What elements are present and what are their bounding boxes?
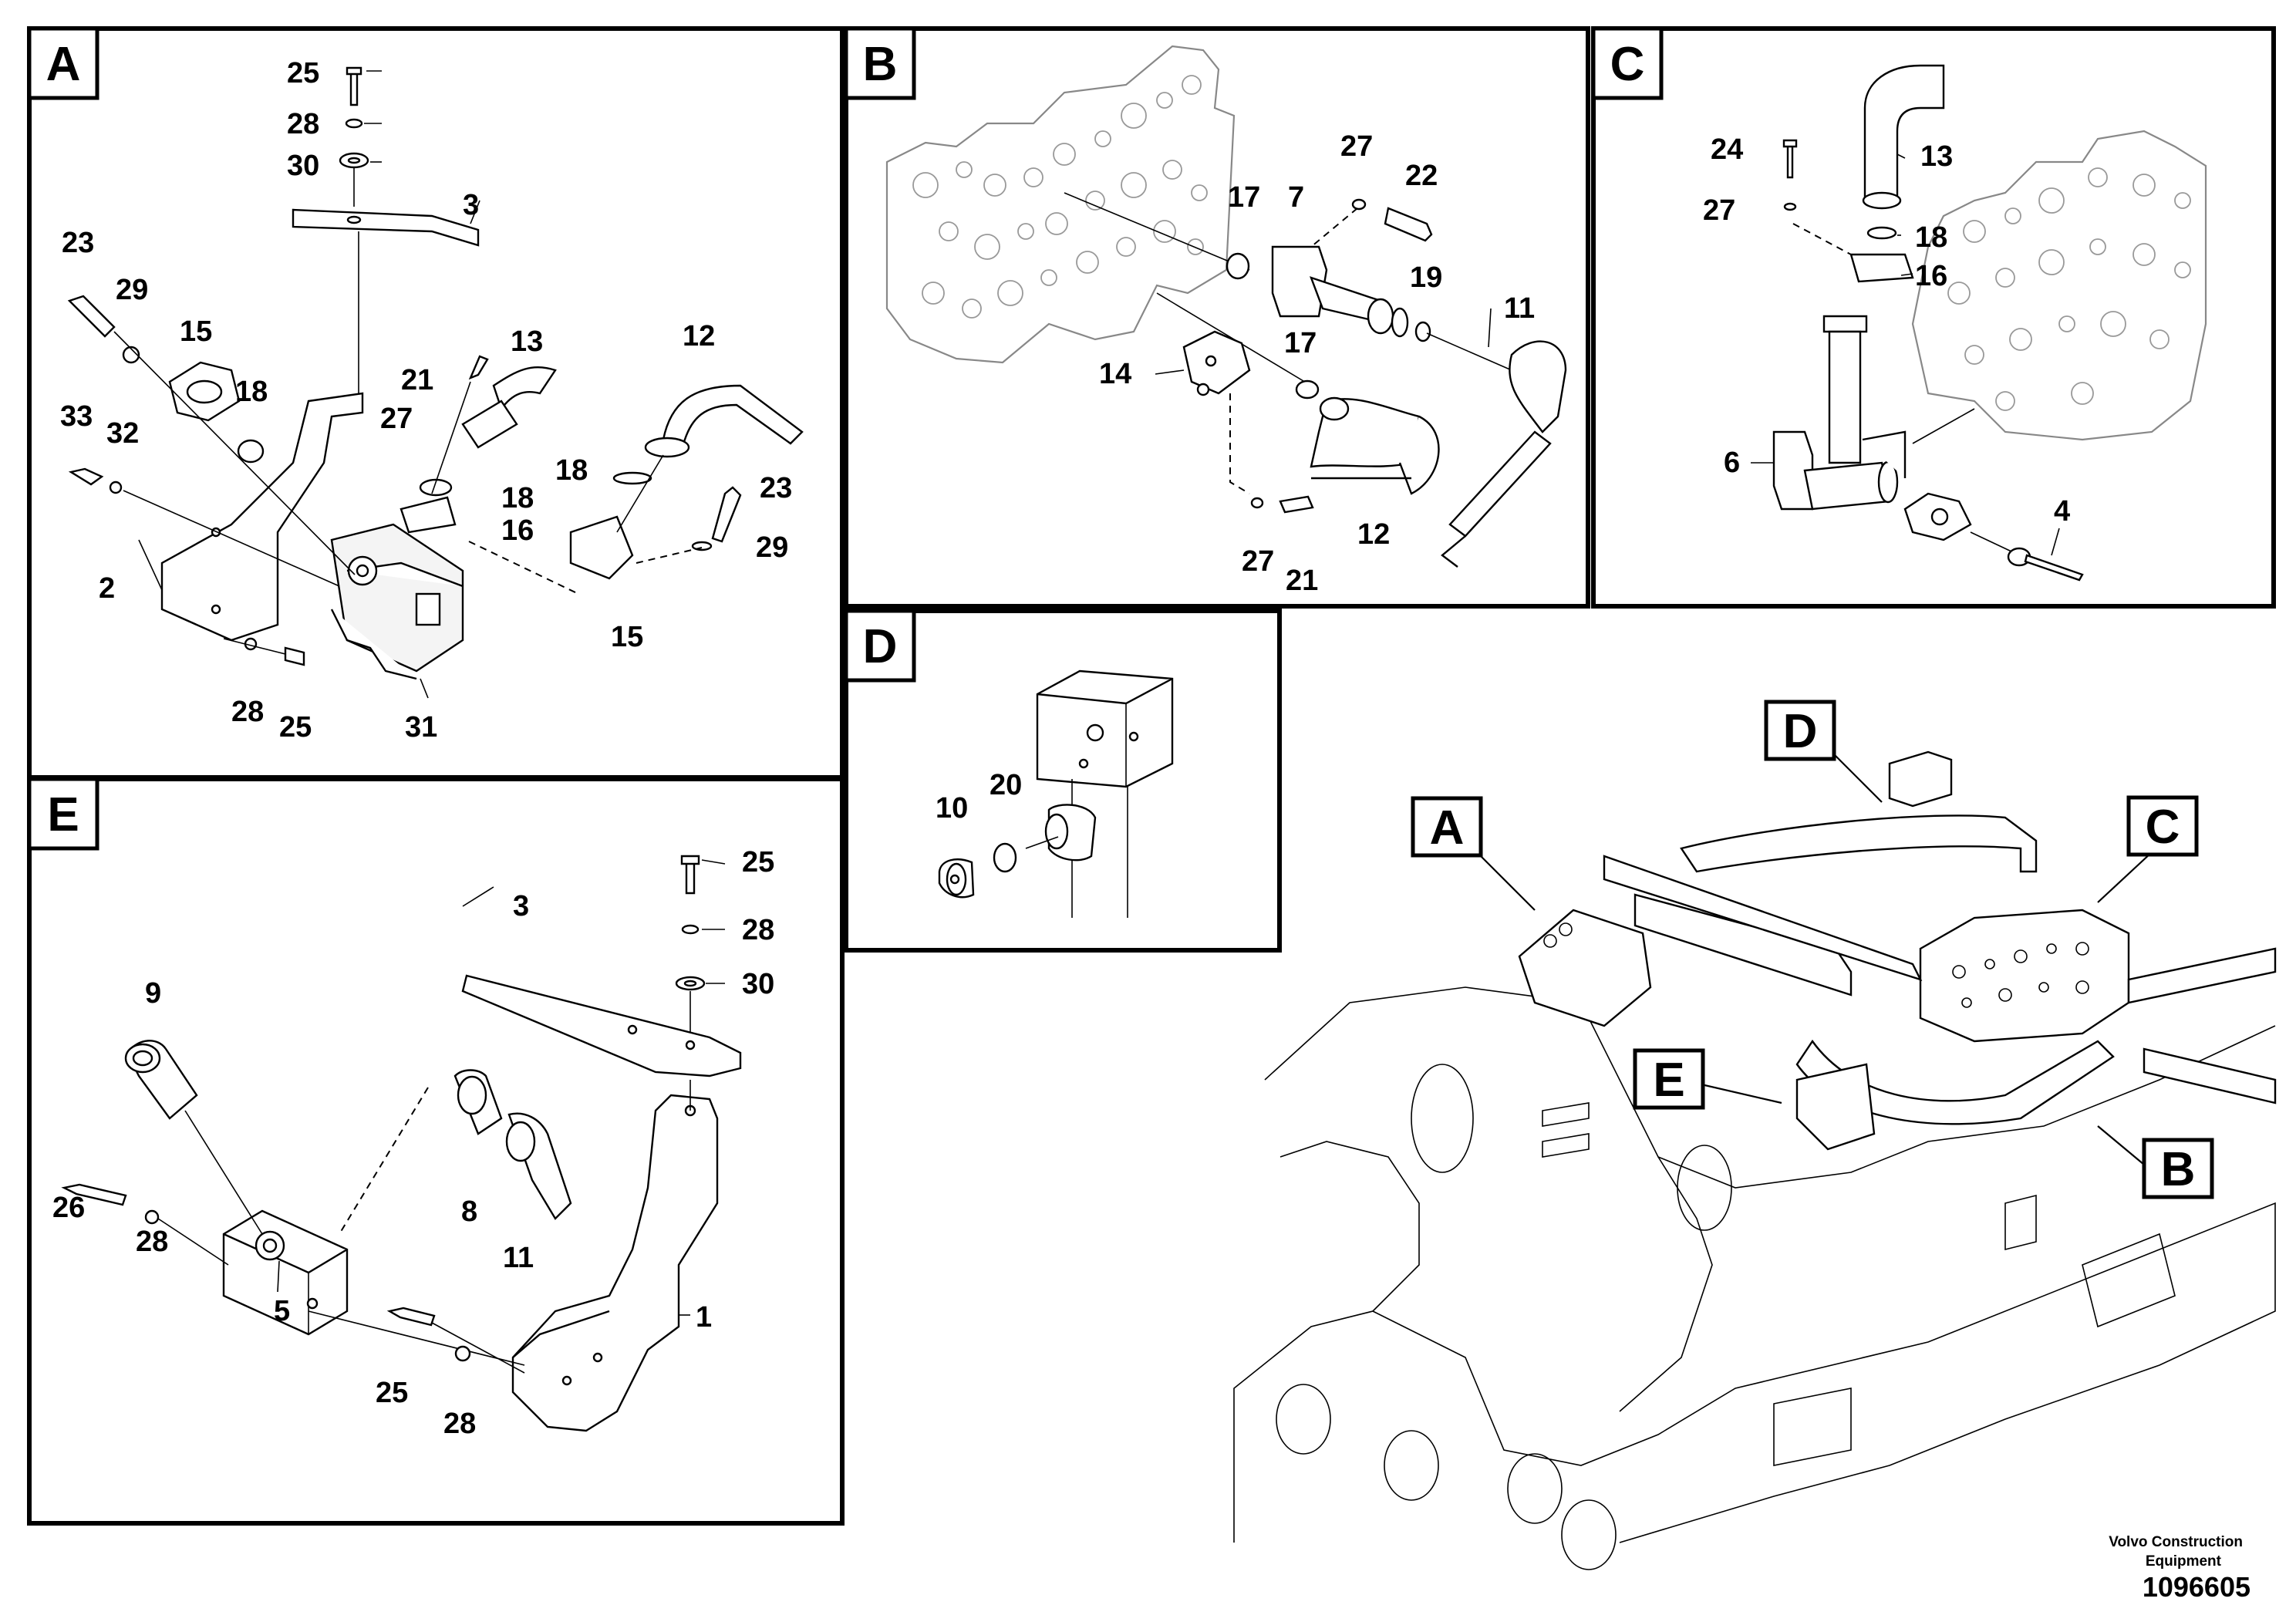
label-a-13: 13	[511, 325, 543, 358]
label-e-25: 25	[742, 846, 774, 878]
label-e-25b: 25	[376, 1377, 408, 1409]
panel-e-drawing	[61, 855, 742, 1432]
label-a-29b: 29	[756, 531, 788, 564]
label-e-5: 5	[274, 1295, 290, 1327]
label-d-20: 20	[990, 769, 1022, 801]
label-c-16: 16	[1915, 260, 1947, 292]
footer-drawing-number: 1096605	[2143, 1571, 2250, 1603]
panel-b-frame	[844, 26, 1590, 609]
callout-b-letter: B	[2161, 1143, 2196, 1196]
callout-c-letter: C	[2146, 801, 2180, 854]
panel-e-frame	[27, 777, 845, 1526]
label-a-28: 28	[287, 108, 319, 140]
callout-d-letter: D	[1783, 705, 1818, 758]
panel-d-letter: D	[863, 620, 898, 673]
label-a-23: 23	[62, 227, 94, 259]
label-d-10: 10	[936, 792, 968, 824]
callout-b: B	[2142, 1138, 2214, 1199]
label-a-12: 12	[683, 320, 715, 352]
label-c-4: 4	[2054, 495, 2070, 528]
panel-c-labels: 24 13 27 18 16 6 4	[1703, 133, 2070, 528]
label-c-27: 27	[1703, 194, 1735, 227]
panel-b-labels: 27 22 17 7 19 11 14 17 12 27 21	[1099, 130, 1535, 597]
label-b-11: 11	[1504, 292, 1535, 325]
label-e-9: 9	[145, 977, 161, 1010]
callout-c: C	[2126, 795, 2199, 857]
label-c-6: 6	[1724, 447, 1740, 479]
panel-a-letter-box: A	[27, 26, 99, 100]
label-c-13: 13	[1920, 140, 1953, 173]
label-a-25: 25	[287, 57, 319, 89]
label-a-21: 21	[401, 364, 433, 396]
label-b-7: 7	[1288, 181, 1304, 214]
callout-e-letter: E	[1653, 1054, 1684, 1107]
panel-e-letter-box: E	[27, 777, 99, 851]
label-leaders	[277, 153, 2060, 1316]
label-a-29: 29	[116, 274, 148, 306]
label-e-8: 8	[461, 1195, 477, 1228]
panel-a-letter: A	[46, 38, 81, 91]
label-b-19: 19	[1410, 261, 1442, 294]
label-a-16: 16	[501, 514, 534, 547]
label-b-27: 27	[1340, 130, 1373, 163]
label-a-18: 18	[235, 376, 268, 408]
panel-c-letter-box: C	[1591, 26, 1664, 100]
label-b-21: 21	[1286, 565, 1318, 597]
callout-a-letter: A	[1430, 801, 1465, 855]
label-a-32: 32	[106, 417, 139, 450]
label-a-3: 3	[463, 189, 479, 221]
label-c-24: 24	[1711, 133, 1743, 166]
label-e-3: 3	[513, 890, 529, 922]
panel-c-drawing	[1772, 64, 2207, 582]
label-a-27: 27	[380, 403, 413, 435]
label-e-11: 11	[503, 1242, 534, 1274]
label-e-1: 1	[696, 1301, 712, 1334]
label-e-28c: 28	[443, 1408, 476, 1440]
label-a-2: 2	[99, 572, 115, 605]
label-a-25b: 25	[279, 711, 312, 744]
label-a-30: 30	[287, 150, 319, 182]
label-e-28: 28	[742, 914, 774, 946]
label-e-28b: 28	[136, 1226, 168, 1258]
label-a-33: 33	[60, 400, 93, 433]
callout-e: E	[1633, 1048, 1705, 1110]
label-a-18b: 18	[501, 482, 534, 514]
panel-c-letter: C	[1610, 38, 1645, 91]
label-b-22: 22	[1405, 160, 1438, 192]
panel-d-frame	[844, 609, 1282, 953]
label-a-15b: 15	[611, 621, 643, 653]
panel-d-letter-box: D	[844, 609, 916, 683]
label-c-18: 18	[1915, 221, 1947, 254]
panel-b-drawing	[885, 45, 1567, 568]
label-e-30: 30	[742, 968, 774, 1000]
callout-a: A	[1411, 796, 1483, 858]
panel-b-letter: B	[863, 38, 898, 91]
panel-d-drawing	[938, 669, 1174, 918]
label-a-28b: 28	[231, 696, 264, 728]
label-a-31: 31	[405, 711, 437, 744]
footer-company: Volvo Construction	[2109, 1534, 2243, 1550]
label-b-12: 12	[1357, 518, 1390, 551]
label-b-27b: 27	[1242, 545, 1274, 578]
label-a-15: 15	[180, 315, 212, 348]
panel-b-letter-box: B	[844, 26, 916, 100]
callout-d: D	[1764, 700, 1836, 761]
label-a-18c: 18	[555, 454, 588, 487]
panel-e-letter: E	[47, 788, 79, 841]
panel-d-labels: 10 20	[936, 769, 1022, 824]
label-a-23b: 23	[760, 472, 792, 504]
label-b-14: 14	[1099, 358, 1131, 390]
label-b-17: 17	[1228, 181, 1260, 214]
panel-a-labels: 25 28 30 3 23 29 15 18 33 32 2 21 27 13 …	[60, 57, 792, 744]
overview-machine	[1233, 746, 2277, 1570]
label-b-17b: 17	[1284, 327, 1317, 359]
footer-company-line2: Equipment	[2146, 1553, 2222, 1570]
panel-a-drawing	[67, 66, 804, 699]
label-e-26: 26	[52, 1192, 85, 1224]
panel-c-frame	[1591, 26, 2276, 609]
panel-e-labels: 25 3 28 30 9 26 28 5 8 11 1 25 28	[52, 846, 774, 1440]
